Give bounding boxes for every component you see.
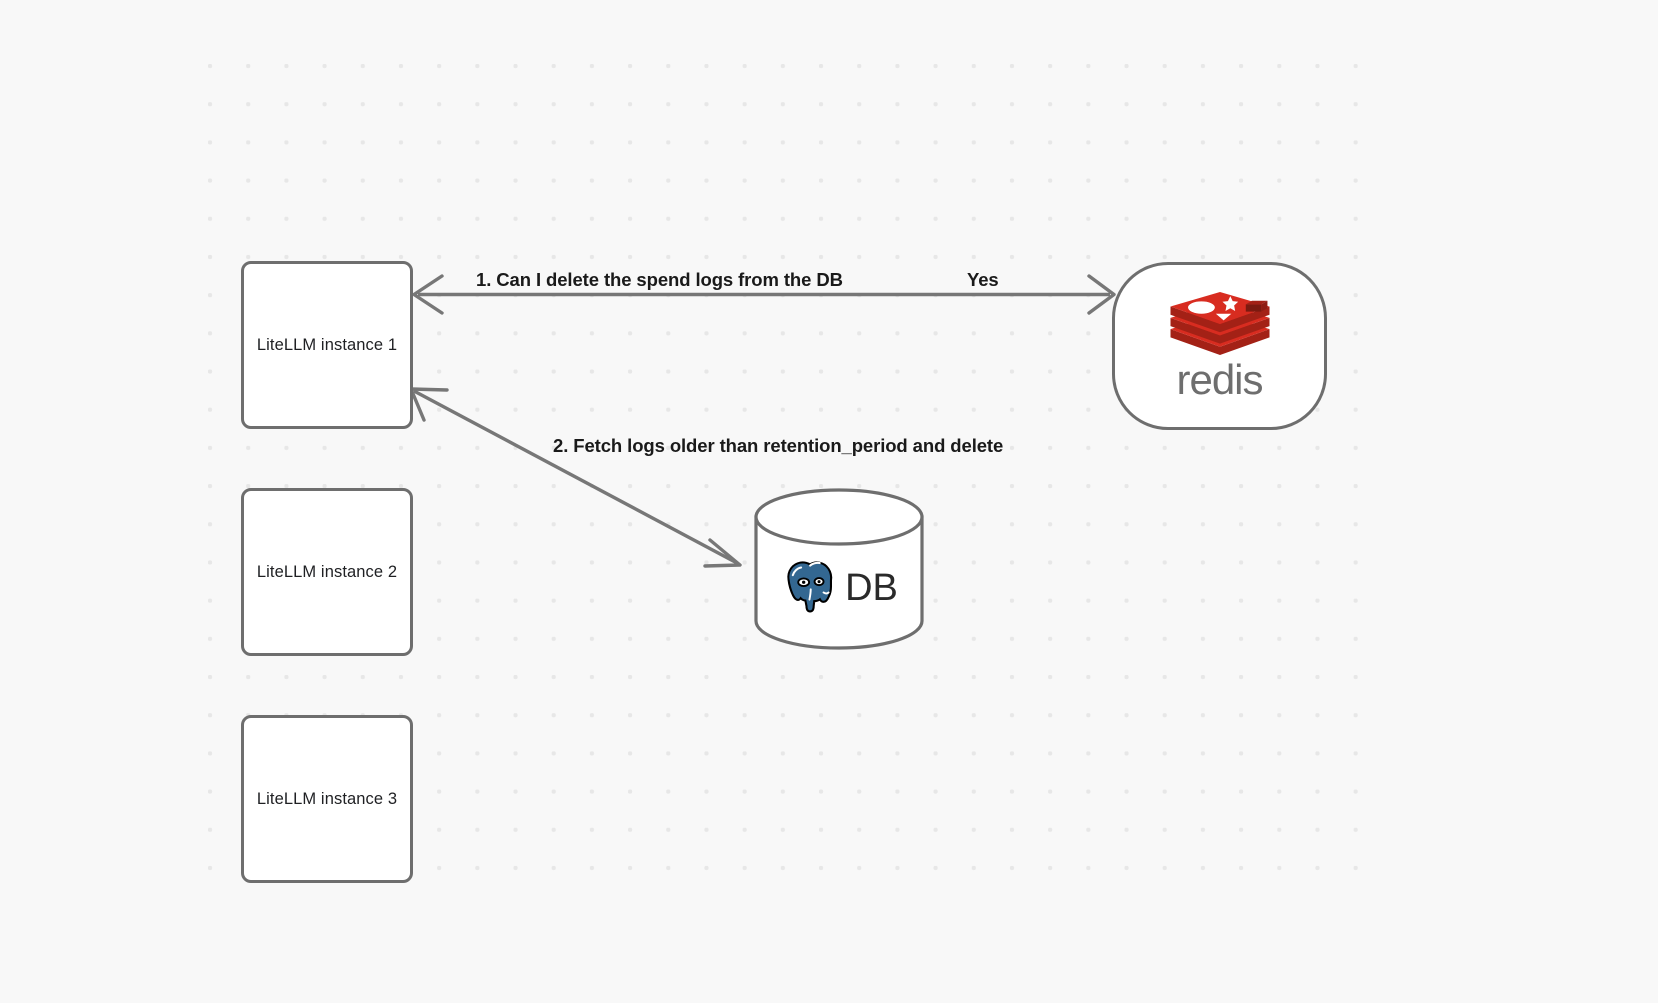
database-content: DB	[753, 545, 925, 631]
edge-label-step-1: 1. Can I delete the spend logs from the …	[476, 269, 843, 290]
edge-db-to-llm1	[409, 387, 742, 568]
node-litellm-instance-3[interactable]: LiteLLM instance 3	[241, 715, 413, 883]
node-litellm-instance-1[interactable]: LiteLLM instance 1	[241, 261, 413, 429]
node-redis[interactable]: redis	[1112, 262, 1327, 430]
node-litellm-instance-2[interactable]: LiteLLM instance 2	[241, 488, 413, 656]
edge-label-yes: Yes	[967, 269, 999, 290]
database-label: DB	[845, 567, 898, 609]
node-label: LiteLLM instance 2	[256, 562, 398, 581]
node-label: LiteLLM instance 1	[256, 335, 398, 354]
edge-label-step-2: 2. Fetch logs older than retention_perio…	[553, 435, 1004, 456]
redis-wordmark: redis	[1176, 356, 1263, 403]
node-database[interactable]: DB	[753, 487, 925, 651]
postgresql-elephant-icon	[787, 561, 833, 613]
database-cylinder-icon	[754, 488, 924, 650]
node-label: LiteLLM instance 3	[256, 789, 398, 808]
redis-logo-icon	[1170, 292, 1269, 355]
